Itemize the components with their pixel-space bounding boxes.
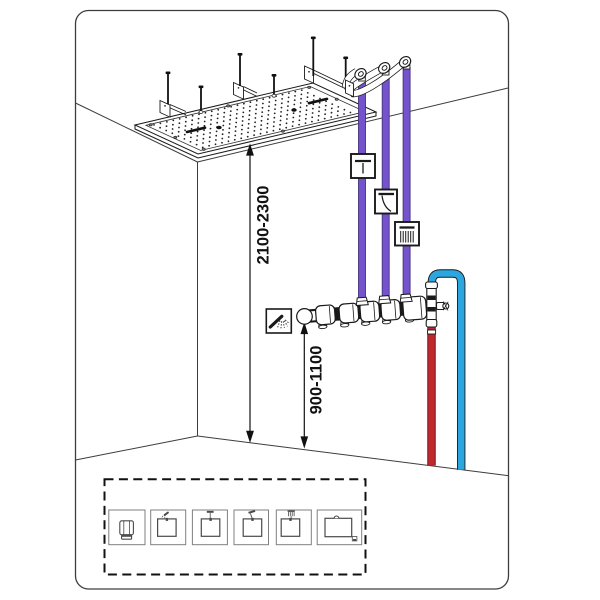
svg-text:900-1100: 900-1100: [308, 346, 326, 415]
svg-text:2100-2300: 2100-2300: [255, 186, 273, 265]
